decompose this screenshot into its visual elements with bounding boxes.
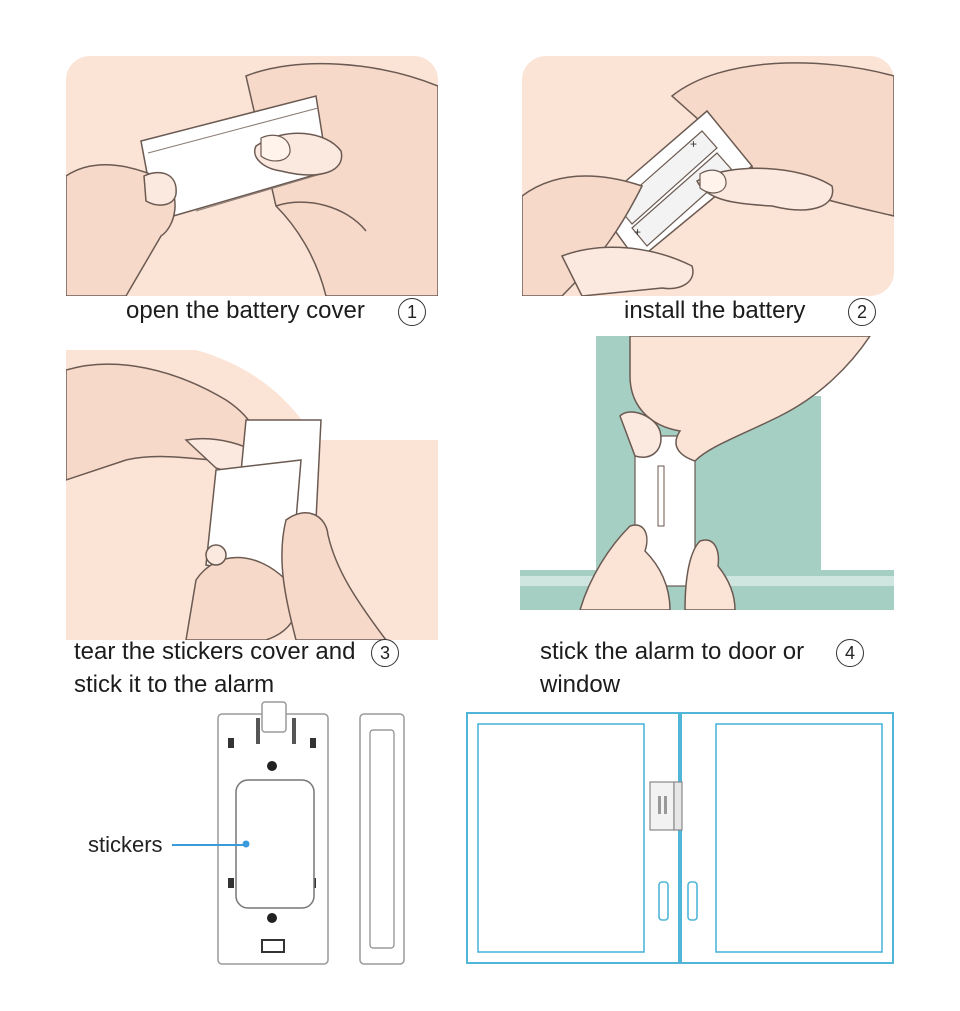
step-3-caption-line-2: stick it to the alarm [74,671,275,698]
step-3-caption-line-1: tear the stickers cover and [74,638,356,665]
sensor-back-diagram [200,698,420,970]
step-1-caption: open the battery cover [126,297,365,324]
step-4-caption-line-1: stick the alarm to door or [540,638,805,665]
svg-text:+: + [634,225,641,239]
step-3-illustration [66,350,438,640]
step-4-caption-line-2: window [540,671,621,698]
stickers-leader-line [172,844,246,846]
step-3-number-badge: 3 [371,639,399,667]
step-2-illustration: + + [522,56,894,296]
step-4-illustration [520,336,894,610]
double-door-diagram [466,712,894,964]
step-1-illustration [66,56,438,296]
step-4-number-badge: 4 [836,639,864,667]
svg-text:+: + [690,137,697,151]
stickers-label: stickers [88,832,163,857]
step-2-caption: install the battery [624,297,806,324]
step-2-number-badge: 2 [848,298,876,326]
step-1-number-badge: 1 [398,298,426,326]
